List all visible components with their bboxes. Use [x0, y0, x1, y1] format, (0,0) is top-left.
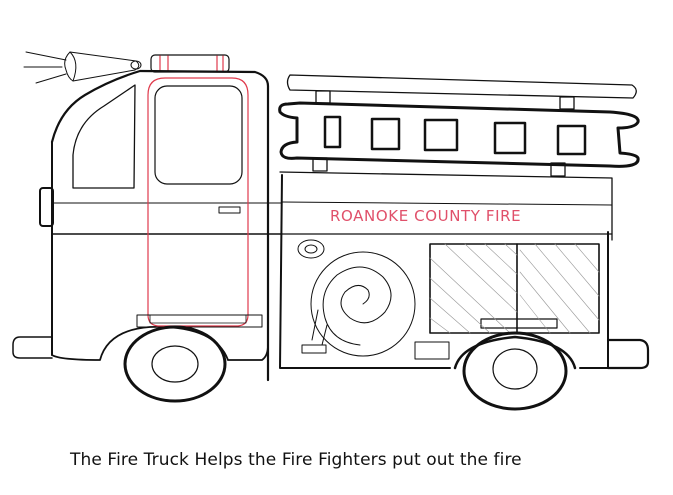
compartment-doors [429, 243, 600, 334]
caption: The Fire Truck Helps the Fire Fighters p… [70, 450, 522, 470]
rear-wheel [453, 331, 577, 411]
truck-label: ROANOKE COUNTY FIRE [330, 207, 521, 225]
roof-beacon [150, 54, 230, 73]
ladder [278, 101, 640, 168]
small-compartment [414, 341, 450, 360]
truck-cab [12, 69, 283, 382]
hose-reel [297, 239, 416, 357]
truck-body [279, 171, 650, 370]
cab-door [136, 77, 263, 328]
fire-truck-drawing: ROANOKE COUNTY FIRE [12, 51, 650, 411]
siren-light-icon [23, 51, 142, 84]
front-wheel [123, 325, 227, 403]
